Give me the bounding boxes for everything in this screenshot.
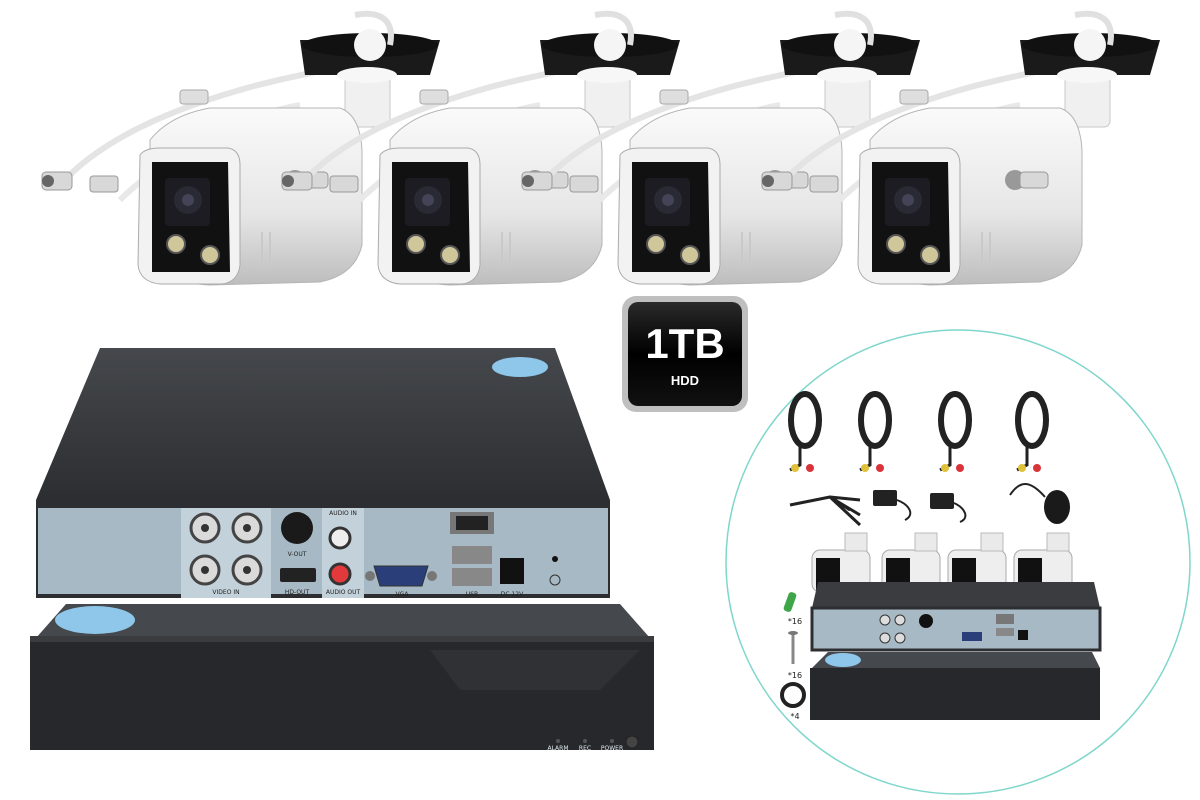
hdd-screws-icon <box>780 682 806 708</box>
cable-coil <box>858 391 892 472</box>
cable-coil <box>1015 391 1049 472</box>
cable-coil <box>938 391 972 472</box>
led-alarm: ALARM <box>547 745 568 752</box>
label-usb: USB <box>466 591 478 598</box>
wall-anchor-icon <box>783 592 797 612</box>
mini-dvr-front <box>810 652 1100 720</box>
power-adapter <box>930 493 954 509</box>
power-splitter <box>789 495 862 527</box>
qty-anchors: *16 <box>788 617 802 626</box>
hdd-badge: 1TB HDD <box>622 296 748 412</box>
dvr-front-view: ALARM REC POWER <box>30 604 654 752</box>
led-power: POWER <box>601 745 623 752</box>
dvr-rear-view: VIDEO IN V-OUT HD-OUT AUDIO IN AUDIO OUT… <box>36 348 610 598</box>
qty-screws: *16 <box>788 671 802 680</box>
kit-contents-circle: *16 *16 *4 <box>725 329 1191 795</box>
label-vga: VGA <box>396 591 410 598</box>
label-audio-out: AUDIO OUT <box>326 589 361 596</box>
led-rec: REC <box>579 745 591 752</box>
camera <box>41 10 440 286</box>
label-v-out: V-OUT <box>288 551 307 558</box>
badge-type: HDD <box>671 373 699 388</box>
label-video-in: VIDEO IN <box>212 589 239 596</box>
mini-camera <box>1013 532 1073 593</box>
mouse <box>1044 490 1070 524</box>
label-dc: DC 12V <box>501 591 524 598</box>
qty-hdd-screws: *4 <box>790 712 799 721</box>
power-adapter <box>873 490 897 506</box>
sticker <box>55 606 135 634</box>
label-audio-in: AUDIO IN <box>329 510 357 517</box>
mini-dvr-rear <box>810 582 1102 652</box>
badge-capacity: 1TB <box>645 320 724 367</box>
sticker <box>492 357 548 377</box>
label-hd-out: HD-OUT <box>285 589 310 596</box>
cable-coil <box>788 391 822 472</box>
